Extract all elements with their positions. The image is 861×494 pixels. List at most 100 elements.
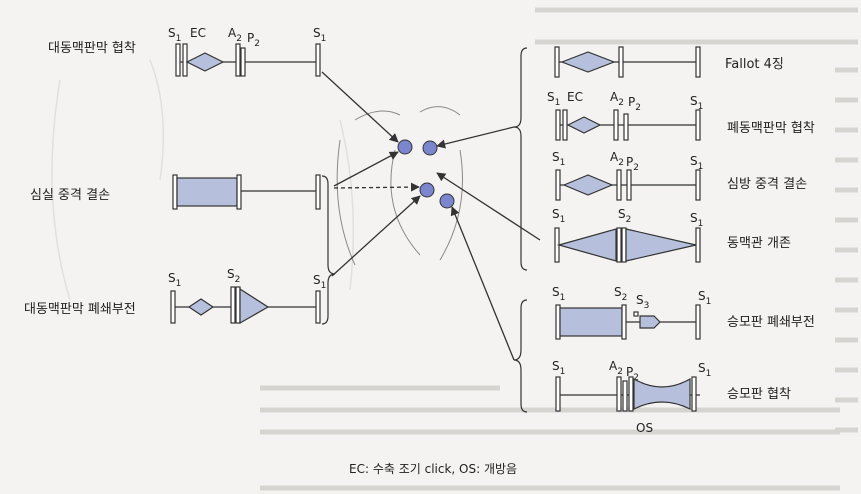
arrow-pda <box>436 172 541 241</box>
s1-bar <box>695 227 701 263</box>
s1-bar <box>315 174 321 210</box>
s1-bar <box>315 290 321 324</box>
sound-p2-label: P2 <box>626 365 639 383</box>
sound-s1-label: S1 <box>698 361 711 379</box>
continuous-murmur-decrescendo <box>625 228 697 262</box>
sound-a2-label: A2 <box>610 90 624 108</box>
sound-s1-label: S1 <box>547 90 560 108</box>
s1-bar <box>555 376 561 412</box>
heart-outline <box>336 106 463 266</box>
s1-bar <box>315 43 321 77</box>
s2-bar <box>236 174 242 210</box>
a2-bar <box>616 169 622 201</box>
s2-bar <box>621 304 627 340</box>
holosystolic-murmur <box>559 307 623 337</box>
label-pda: 동맥관 개존 <box>727 236 791 251</box>
sound-s2-label: S2 <box>618 207 631 225</box>
sound-p2-label: P2 <box>247 31 260 49</box>
p2-bar <box>623 113 629 141</box>
s1-bar <box>695 109 701 141</box>
sound-ec-label: EC <box>567 90 583 104</box>
20 <box>633 311 639 317</box>
p2-bar <box>622 380 628 412</box>
sound-s1-label: S1 <box>313 26 326 44</box>
right-bracket-lower <box>513 299 528 413</box>
a2-bar <box>616 376 622 412</box>
footnote: EC: 수축 조기 click, OS: 개방음 <box>349 462 517 476</box>
sound-s1-label: S1 <box>690 211 703 229</box>
label-aortic-regurgitation: 대동맥판막 폐쇄부전 <box>24 302 136 317</box>
s1-bar <box>695 46 701 78</box>
ejection-murmur <box>185 52 225 72</box>
label-fallot: Fallot 4징 <box>725 57 784 72</box>
label-mitral-regurgitation: 승모판 폐쇄부전 <box>727 315 815 330</box>
sound-ec-label: EC <box>190 26 206 40</box>
arrow-vsd-2 <box>333 182 420 192</box>
holosystolic-murmur <box>176 177 238 207</box>
s2-bar <box>618 46 624 78</box>
arrow-aortic-regurgitation <box>331 195 421 277</box>
s1-bar <box>555 169 561 201</box>
s1-bar <box>554 46 560 78</box>
ejection-murmur <box>566 116 602 134</box>
diastolic-decrescendo-murmur <box>239 287 270 325</box>
label-mitral-stenosis: 승모판 협착 <box>727 387 791 402</box>
auscultation-point-1 <box>397 139 413 155</box>
diastolic-rumble-murmur <box>633 377 691 410</box>
sound-a2-label: A2 <box>228 26 242 44</box>
right-bracket-upper <box>513 47 528 271</box>
a2-bar <box>235 43 241 77</box>
sound-p2-label: P2 <box>626 155 639 173</box>
sound-s1-label: S1 <box>690 94 703 112</box>
sound-s1-label: S1 <box>552 359 565 377</box>
continuous-murmur-crescendo <box>556 228 617 262</box>
s1-bar <box>691 376 697 412</box>
ejection-murmur <box>562 174 614 196</box>
auscultation-point-3 <box>419 182 435 198</box>
os-bar <box>628 376 634 412</box>
background-chest-outline <box>51 59 355 301</box>
s2-bar <box>230 286 236 324</box>
sound-a2-label: A2 <box>610 150 624 168</box>
sound-s1-label: S1 <box>168 271 181 289</box>
sound-s2-label: S2 <box>227 267 240 285</box>
sound-s1-label: S1 <box>168 26 181 44</box>
arrow-vsd-1 <box>333 151 399 187</box>
sound-s1-label: S1 <box>690 154 703 172</box>
sound-s1-label: S1 <box>698 289 711 307</box>
label-aortic-stenosis: 대동맥판막 협착 <box>48 41 136 56</box>
arrow-right-lower-group <box>450 206 515 361</box>
sound-s1-label: S1 <box>313 273 326 291</box>
arrow-right-upper-group <box>436 126 515 149</box>
arrow-aortic-stenosis <box>321 71 399 143</box>
p2-bar <box>240 47 246 77</box>
label-vsd: 심실 중격 결손 <box>30 188 110 203</box>
ec-bar <box>182 43 188 77</box>
sound-s1-label: S1 <box>552 285 565 303</box>
opening-snap-label: OS <box>636 421 653 435</box>
label-pulmonary-stenosis: 폐동맥판막 협착 <box>727 121 815 136</box>
ec-bar <box>562 109 568 141</box>
s1-bar <box>172 174 178 210</box>
sound-a2-label: A2 <box>609 359 623 377</box>
p2-bar <box>626 169 632 201</box>
s1-bar <box>555 109 561 141</box>
auscultation-point-2 <box>422 140 438 156</box>
ejection-murmur <box>560 51 616 73</box>
s2-bar <box>616 227 622 263</box>
systolic-murmur <box>187 298 215 316</box>
left-bracket <box>321 175 336 325</box>
diastolic-rumble-short <box>639 315 661 329</box>
sound-s2-label: S2 <box>614 285 627 303</box>
s1-bar <box>175 43 181 77</box>
s1-bar <box>695 169 701 201</box>
auscultation-point-4 <box>439 193 455 209</box>
sound-s1-label: S1 <box>552 150 565 168</box>
sound-s1-label: S1 <box>552 207 565 225</box>
a2-bar <box>613 109 619 141</box>
s1-bar <box>170 290 176 324</box>
background-page-lines <box>260 7 858 491</box>
sound-p2-label: P2 <box>628 95 641 113</box>
